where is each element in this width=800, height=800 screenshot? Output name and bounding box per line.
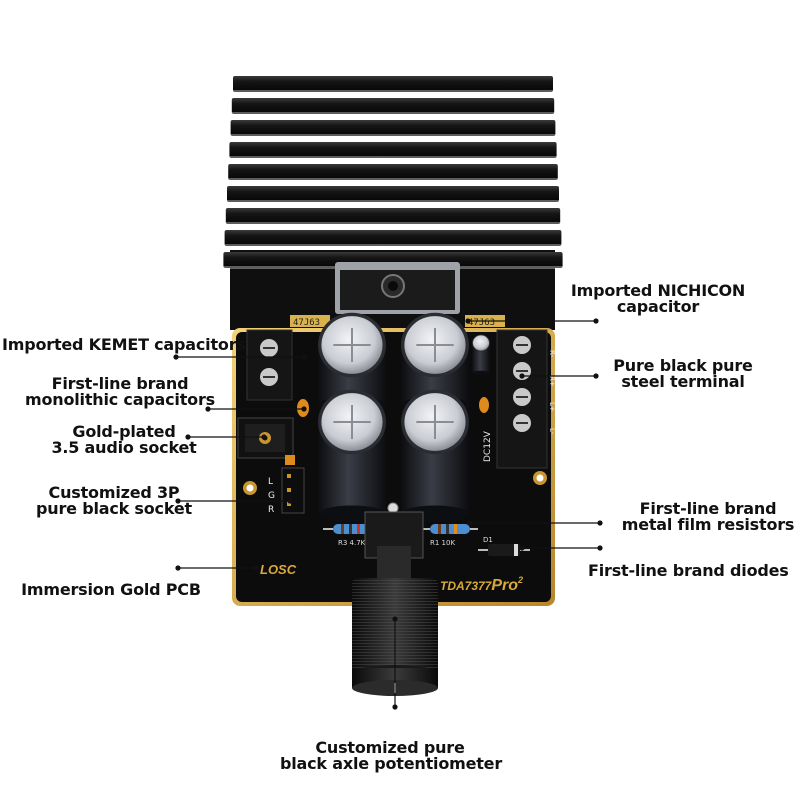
leader-lines: [173, 318, 603, 710]
callout-audio-socket: Gold-plated 3.5 audio socket: [51, 422, 197, 457]
output-label: L-: [548, 428, 556, 435]
heatsink-fin: [230, 120, 556, 136]
callout-pcb: Immersion Gold PCB: [21, 580, 201, 599]
callout-socket-3p: Customized 3P pure black socket: [36, 483, 192, 518]
heatsink-fin: [228, 164, 558, 180]
heatsink-fin: [229, 142, 557, 158]
callout-diodes: First-line brand diodes: [588, 561, 789, 580]
output-label: L+: [548, 402, 556, 412]
model-name: TDA7377: [440, 579, 493, 593]
callout-kemet: Imported KEMET capacitors: [2, 335, 246, 354]
heatsink-fin: [233, 76, 553, 92]
electrolytic-capacitor: [401, 389, 469, 523]
callout-nichicon: Imported NICHICON capacitor: [570, 281, 746, 316]
amplifier-chip: [335, 262, 460, 314]
model-suffix: Pro: [491, 577, 518, 594]
output-terminal: R- R+ L+ L-: [496, 329, 556, 469]
resistor: [420, 524, 478, 534]
electrolytic-capacitor: [318, 389, 386, 523]
socket-label-r: R: [268, 505, 274, 515]
output-label: R-: [548, 350, 556, 358]
socket-label-l: L: [268, 477, 273, 487]
cap-marking-left: 47J63: [293, 318, 320, 328]
heatsink-fin: [225, 208, 561, 224]
callout-monolithic: First-line brand monolithic capacitors: [25, 374, 215, 409]
model-superscript: 2: [517, 575, 523, 585]
dc-label: DC12V: [483, 430, 493, 462]
callout-terminal: Pure black pure steel terminal: [613, 356, 753, 391]
callout-resistors: First-line brand metal film resistors: [621, 499, 795, 534]
socket-3p: L G R: [268, 467, 305, 515]
resistor-label-left: R3 4.7K: [338, 539, 366, 547]
pcb-board: [232, 328, 555, 606]
brand-logo: LOSC: [260, 562, 297, 577]
heatsink-fin: [231, 98, 555, 114]
monolithic-capacitor: [479, 397, 489, 413]
resistor-label-right: R1 10K: [430, 539, 455, 547]
input-terminal-left: [246, 329, 293, 401]
small-capacitor: [472, 334, 490, 376]
socket-label-g: G: [268, 491, 275, 501]
heatsink-fin: [223, 252, 563, 268]
cap-marking-right: 47J63: [468, 318, 495, 328]
callout-potentiometer: Customized pure black axle potentiometer: [280, 738, 503, 773]
heatsink-fin: [227, 186, 559, 202]
output-label: R+: [548, 376, 556, 387]
diode-label: D1: [483, 536, 493, 544]
heatsink-fin: [224, 230, 562, 246]
svg-text:TDA7377Pro2: TDA7377Pro2: [440, 575, 523, 594]
